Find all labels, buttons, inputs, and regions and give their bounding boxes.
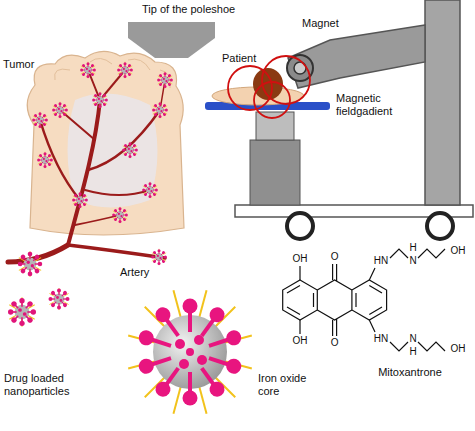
pedestal: [250, 140, 300, 205]
nanoparticle: [52, 102, 68, 119]
atom-label: H: [409, 242, 416, 254]
nanoparticle: [117, 62, 133, 79]
atom-label: N: [409, 333, 416, 345]
atom-label: OH: [451, 343, 466, 355]
part-label: Patient: [222, 52, 256, 65]
part-label: Magnet: [302, 17, 339, 30]
hydroxyl-bond: [299, 266, 300, 334]
atom-label: O: [331, 337, 339, 349]
nanoparticle: [152, 102, 168, 119]
carbonyl-bond: [333, 319, 337, 336]
atom-label: HN: [374, 333, 388, 345]
nanoparticle: [151, 249, 167, 266]
nanoparticle: [32, 112, 48, 129]
drug-molecule: [183, 299, 198, 333]
part-label: Tumor: [3, 58, 34, 71]
nanoparticle: [80, 62, 96, 79]
nanoparticle: [122, 142, 138, 159]
nanoparticle: [49, 288, 70, 310]
field-line: [228, 66, 272, 110]
drug-dot: [194, 335, 204, 345]
ring: [283, 280, 318, 320]
field-line: [254, 82, 290, 118]
artery-branch: [88, 110, 160, 170]
wheel: [287, 213, 313, 239]
part-label: Magnetic fieldgadient: [336, 92, 420, 117]
double-bond: [356, 286, 382, 315]
double-bond: [287, 286, 314, 315]
artery-tree: [8, 70, 165, 262]
wheel: [427, 213, 453, 239]
large-nanoparticle: [128, 290, 252, 414]
nanoparticle-group: [8, 62, 173, 327]
magnet-apparatus: [205, 0, 473, 239]
artery-branch: [85, 190, 150, 195]
drug-dot: [175, 339, 185, 349]
nanoparticle: [92, 92, 108, 109]
carbonyl-bond: [333, 264, 337, 281]
tumor-tissue: [27, 51, 184, 235]
part-label: Iron oxide core: [258, 372, 320, 397]
column: [425, 0, 460, 205]
part-label: Artery: [120, 266, 149, 279]
nanoparticle: [8, 297, 36, 326]
compound-name: Mitoxantrone: [378, 366, 442, 379]
atom-label: HN: [374, 255, 388, 267]
nanoparticle: [18, 251, 43, 277]
nanoparticle: [37, 152, 53, 169]
structure-formula: [283, 249, 445, 351]
atom-label: OH: [293, 253, 308, 265]
poleshoe: [128, 22, 215, 58]
ring: [317, 280, 352, 320]
side-chain: [369, 320, 445, 351]
field-line: [262, 56, 310, 104]
part-label: Tip of the poleshoe: [142, 3, 235, 16]
atom-label: OH: [451, 245, 466, 257]
magnet-arm: [288, 25, 425, 88]
drug-dot: [197, 355, 207, 365]
ring: [352, 280, 387, 320]
nanoparticle: [157, 72, 173, 89]
nanoparticle: [142, 182, 158, 199]
part-label: Drug loaded nanoparticles: [4, 372, 84, 397]
atom-label: O: [331, 251, 339, 263]
atom-label: H: [409, 346, 416, 358]
nanoparticle: [112, 207, 128, 224]
drug-dot: [186, 348, 194, 356]
nanoparticle: [72, 192, 88, 209]
artery-branch: [68, 245, 165, 258]
side-chain: [369, 249, 445, 280]
pedestal-top: [256, 112, 294, 140]
atom-label: OH: [293, 335, 308, 347]
artery-branch: [75, 215, 120, 225]
atom-label: N: [409, 255, 416, 267]
drug-dot: [179, 359, 189, 369]
